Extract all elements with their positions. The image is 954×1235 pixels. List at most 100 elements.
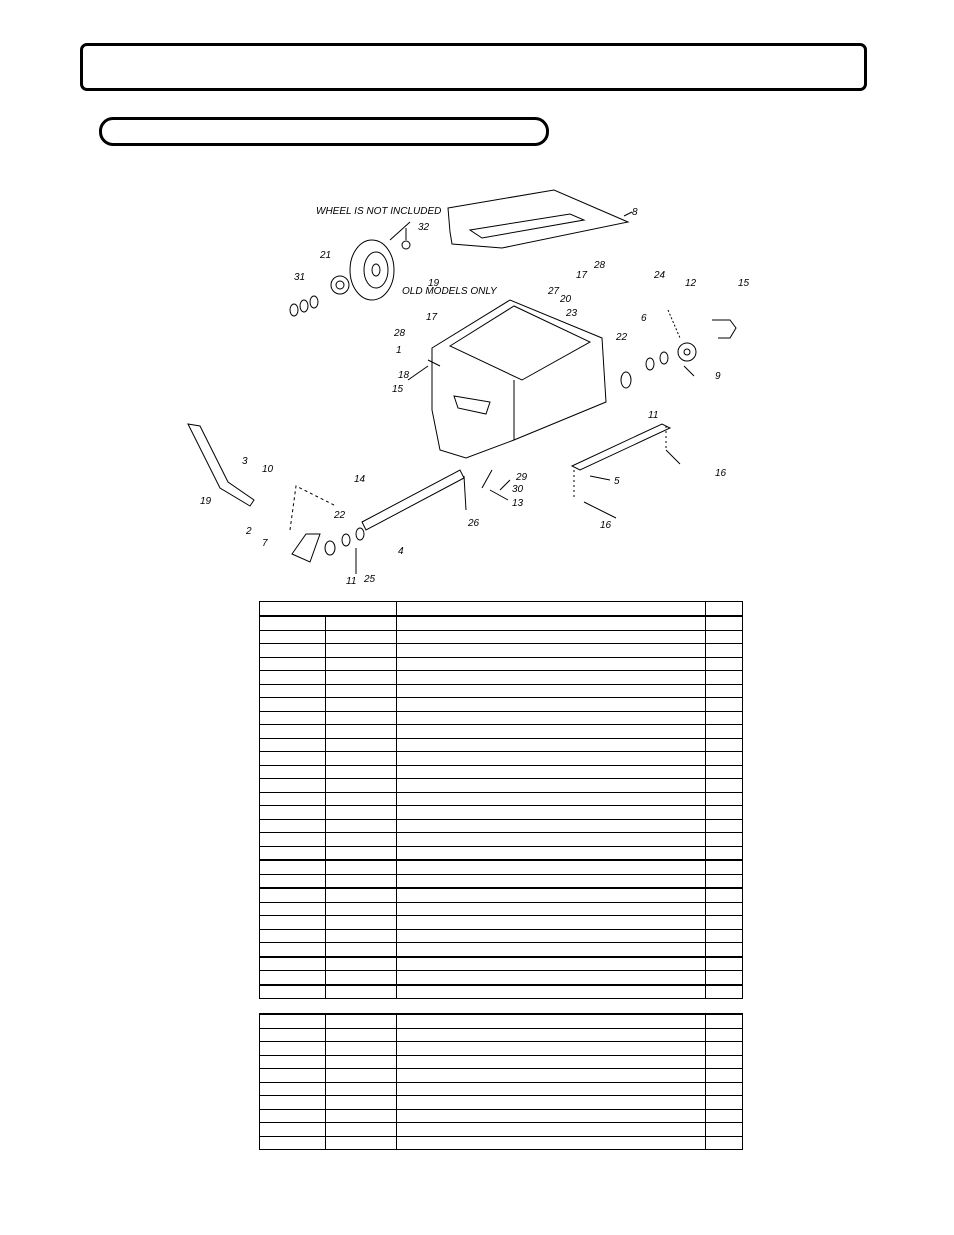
table-row [258, 643, 744, 658]
table-cell [396, 942, 706, 957]
table-cell [325, 887, 398, 903]
table-cell [325, 1068, 398, 1083]
table-cell [258, 1081, 327, 1096]
table-cell [258, 1068, 327, 1083]
callout-14: 14 [354, 474, 366, 485]
table-cell [325, 845, 398, 861]
table-row [258, 1054, 744, 1069]
wheel-note: WHEEL IS NOT INCLUDED [316, 206, 441, 217]
table-cell [258, 859, 327, 875]
callout-12: 12 [685, 278, 697, 289]
table-cell [325, 1108, 398, 1123]
table-cell [325, 643, 398, 658]
old-models-note: OLD MODELS ONLY [402, 286, 498, 297]
table-cell [258, 791, 327, 806]
table-cell [704, 873, 744, 889]
table-cell [258, 724, 327, 739]
callout-4: 4 [398, 546, 404, 557]
table-cell [396, 955, 706, 971]
table-cell [258, 1027, 327, 1042]
table-cell [704, 791, 744, 806]
table-cell [325, 764, 398, 779]
table-cell [325, 737, 398, 752]
table-cell [325, 901, 398, 916]
table-cell [325, 1054, 398, 1069]
callout-labels: 1 2 3 4 5 6 7 8 9 10 11 11 11 12 13 14 1… [200, 207, 750, 587]
table-cell [325, 1135, 398, 1150]
table-row [258, 791, 744, 806]
table-cell [396, 1081, 706, 1096]
callout-29: 29 [515, 472, 528, 483]
table-row [258, 845, 744, 861]
table-cell [258, 1122, 327, 1137]
table-cell [396, 1122, 706, 1137]
table-cell [258, 970, 327, 985]
table-row [258, 656, 744, 671]
table-cell [258, 1095, 327, 1110]
exploded-parts-diagram: WHEEL IS NOT INCLUDED OLD MODELS ONLY 1 … [170, 170, 790, 590]
table-cell [325, 778, 398, 793]
table-row [258, 928, 744, 943]
table-cell [258, 670, 327, 685]
table-cell [704, 615, 744, 631]
table-cell [704, 751, 744, 766]
table-cell [258, 751, 327, 766]
callout-15a: 15 [392, 384, 404, 395]
callout-13: 13 [512, 498, 524, 509]
table-cell [396, 697, 706, 712]
table-row [258, 1122, 744, 1137]
callout-7: 7 [262, 538, 268, 549]
table-cell [396, 710, 706, 725]
table-cell [704, 1122, 744, 1137]
table-cell [396, 805, 706, 820]
table-cell [396, 970, 706, 985]
table-cell [325, 724, 398, 739]
callout-22a: 22 [615, 332, 628, 343]
table-cell [704, 845, 744, 861]
table-cell [704, 915, 744, 930]
table-cell [258, 915, 327, 930]
callout-11b: 11 [346, 576, 356, 587]
callout-1: 1 [396, 345, 402, 356]
callout-20: 20 [559, 294, 572, 305]
table-row [258, 805, 744, 820]
table-header-row [258, 601, 744, 617]
table-cell [704, 887, 744, 903]
table-cell [396, 928, 706, 943]
table-row [258, 737, 744, 752]
table-cell [396, 1108, 706, 1123]
callout-17b: 17 [576, 270, 588, 281]
table-cell [258, 928, 327, 943]
table-cell [396, 1135, 706, 1150]
table-cell [258, 764, 327, 779]
table-row [258, 1135, 744, 1150]
callout-16b: 16 [600, 520, 612, 531]
callout-30: 30 [512, 484, 524, 495]
table-cell [396, 1041, 706, 1056]
table-cell [325, 805, 398, 820]
table-cell [704, 1041, 744, 1056]
table-cell [704, 970, 744, 985]
callout-9: 9 [715, 371, 721, 382]
table-cell [258, 955, 327, 971]
table-cell [704, 629, 744, 644]
page-title-box [80, 43, 867, 91]
callout-5: 5 [614, 476, 620, 487]
callout-32: 32 [418, 222, 430, 233]
table-cell [325, 983, 398, 999]
header-cell [258, 601, 398, 617]
callout-31: 31 [294, 272, 305, 283]
table-cell [325, 751, 398, 766]
table-cell [704, 955, 744, 971]
table-cell [325, 1122, 398, 1137]
table-cell [325, 1013, 398, 1029]
table-cell [704, 983, 744, 999]
table-cell [325, 859, 398, 875]
table-cell [325, 955, 398, 971]
table-row [258, 724, 744, 739]
table-cell [704, 710, 744, 725]
table-cell [704, 1081, 744, 1096]
table-cell [396, 643, 706, 658]
table-row [258, 1013, 744, 1029]
table-cell [258, 901, 327, 916]
